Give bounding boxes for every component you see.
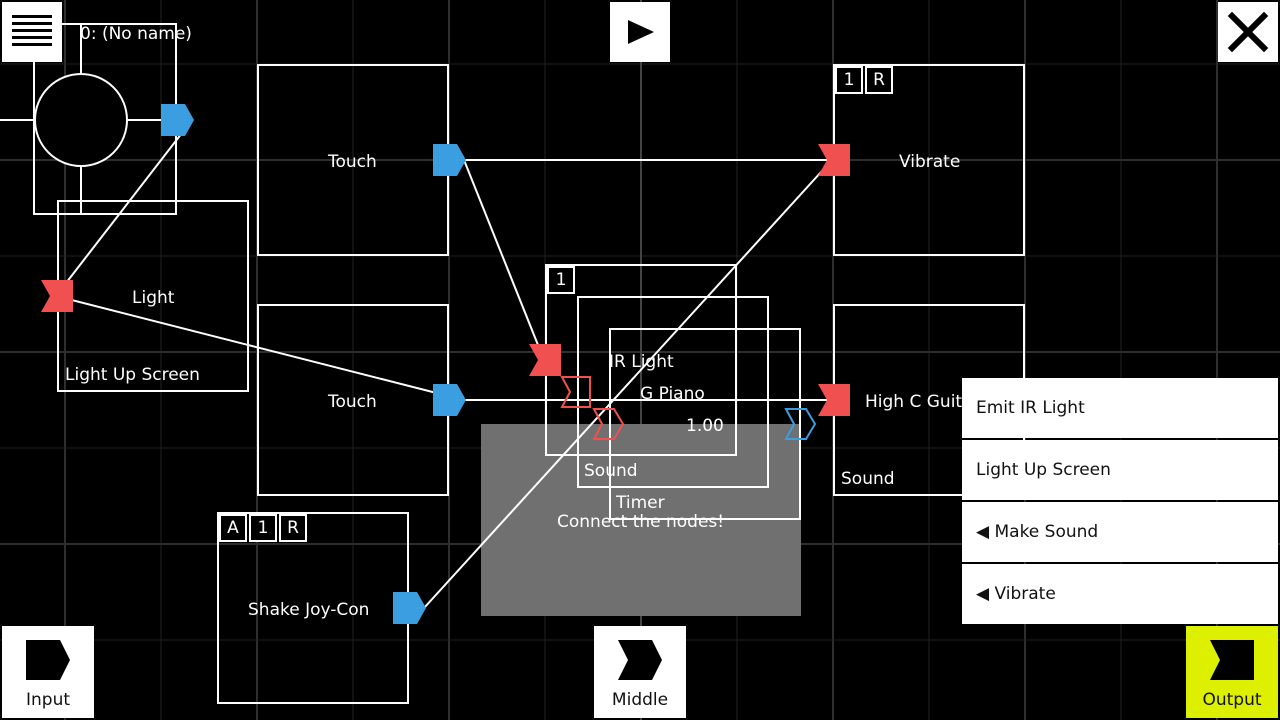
node-high-c-label: High C Guit: [865, 392, 963, 412]
menu-button[interactable]: [2, 2, 62, 62]
node-stack-timer-label: Timer: [616, 493, 665, 513]
node-touch-top-label: Touch: [328, 152, 377, 172]
node-vibrate-tag-r: R: [865, 66, 893, 94]
port-ir-in: [529, 344, 561, 376]
node-shake-tag-r: R: [279, 514, 307, 542]
node-touch-bottom-label: Touch: [328, 392, 377, 412]
input-category-button[interactable]: Input: [2, 626, 94, 718]
node-light-sublabel: Light Up Screen: [65, 365, 200, 385]
port-high-c-in: [818, 384, 850, 416]
close-icon: [1227, 11, 1269, 53]
node-shake-tag-a: A: [219, 514, 247, 542]
middle-arrow-icon: [618, 640, 662, 680]
play-icon: [628, 20, 654, 44]
play-button[interactable]: [610, 2, 670, 62]
output-category-button[interactable]: Output: [1186, 626, 1278, 718]
hint-overlay: [481, 424, 801, 616]
menu-item-emit-ir-light[interactable]: Emit IR Light: [962, 378, 1278, 438]
node-stack-timer[interactable]: [609, 328, 801, 520]
middle-category-label: Middle: [611, 690, 669, 710]
port-touch-bottom-out: [433, 384, 466, 416]
port-vibrate-in: [818, 144, 850, 176]
menu-item-light-up-screen[interactable]: Light Up Screen: [962, 440, 1278, 500]
output-category-label: Output: [1202, 690, 1262, 710]
node-stack-piano[interactable]: [577, 296, 769, 488]
port-shake-out: [393, 592, 426, 624]
node-vibrate-label: Vibrate: [899, 152, 961, 172]
hint-text: Connect the nodes!: [557, 512, 725, 532]
output-arrow-icon: [1210, 640, 1254, 680]
project-name: 0: (No name): [80, 24, 192, 44]
node-stack-ir-tag: 1: [547, 266, 575, 294]
input-category-label: Input: [25, 690, 71, 710]
node-shake-tag-1: 1: [249, 514, 277, 542]
node-light-label: Light: [132, 288, 175, 308]
node-high-c-sublabel: Sound: [841, 469, 895, 489]
menu-item-vibrate[interactable]: ◀ Vibrate: [962, 564, 1278, 624]
node-stack-piano-sublabel: Sound: [584, 461, 638, 481]
port-touch-top-out: [433, 144, 466, 176]
node-shake-label: Shake Joy-Con: [248, 600, 370, 620]
port-pointer-out: [161, 104, 194, 136]
node-stack-piano-value: 1.00: [686, 416, 724, 436]
hamburger-icon: [12, 15, 52, 46]
close-button[interactable]: [1218, 2, 1278, 62]
middle-category-button[interactable]: Middle: [594, 626, 686, 718]
node-stack-ir-label: IR Light: [609, 352, 674, 372]
menu-item-make-sound[interactable]: ◀ Make Sound: [962, 502, 1278, 562]
node-vibrate-tag-1: 1: [835, 66, 863, 94]
pointer-node[interactable]: [0, 20, 200, 220]
input-arrow-icon: [26, 640, 70, 680]
port-light-in: [41, 280, 73, 312]
